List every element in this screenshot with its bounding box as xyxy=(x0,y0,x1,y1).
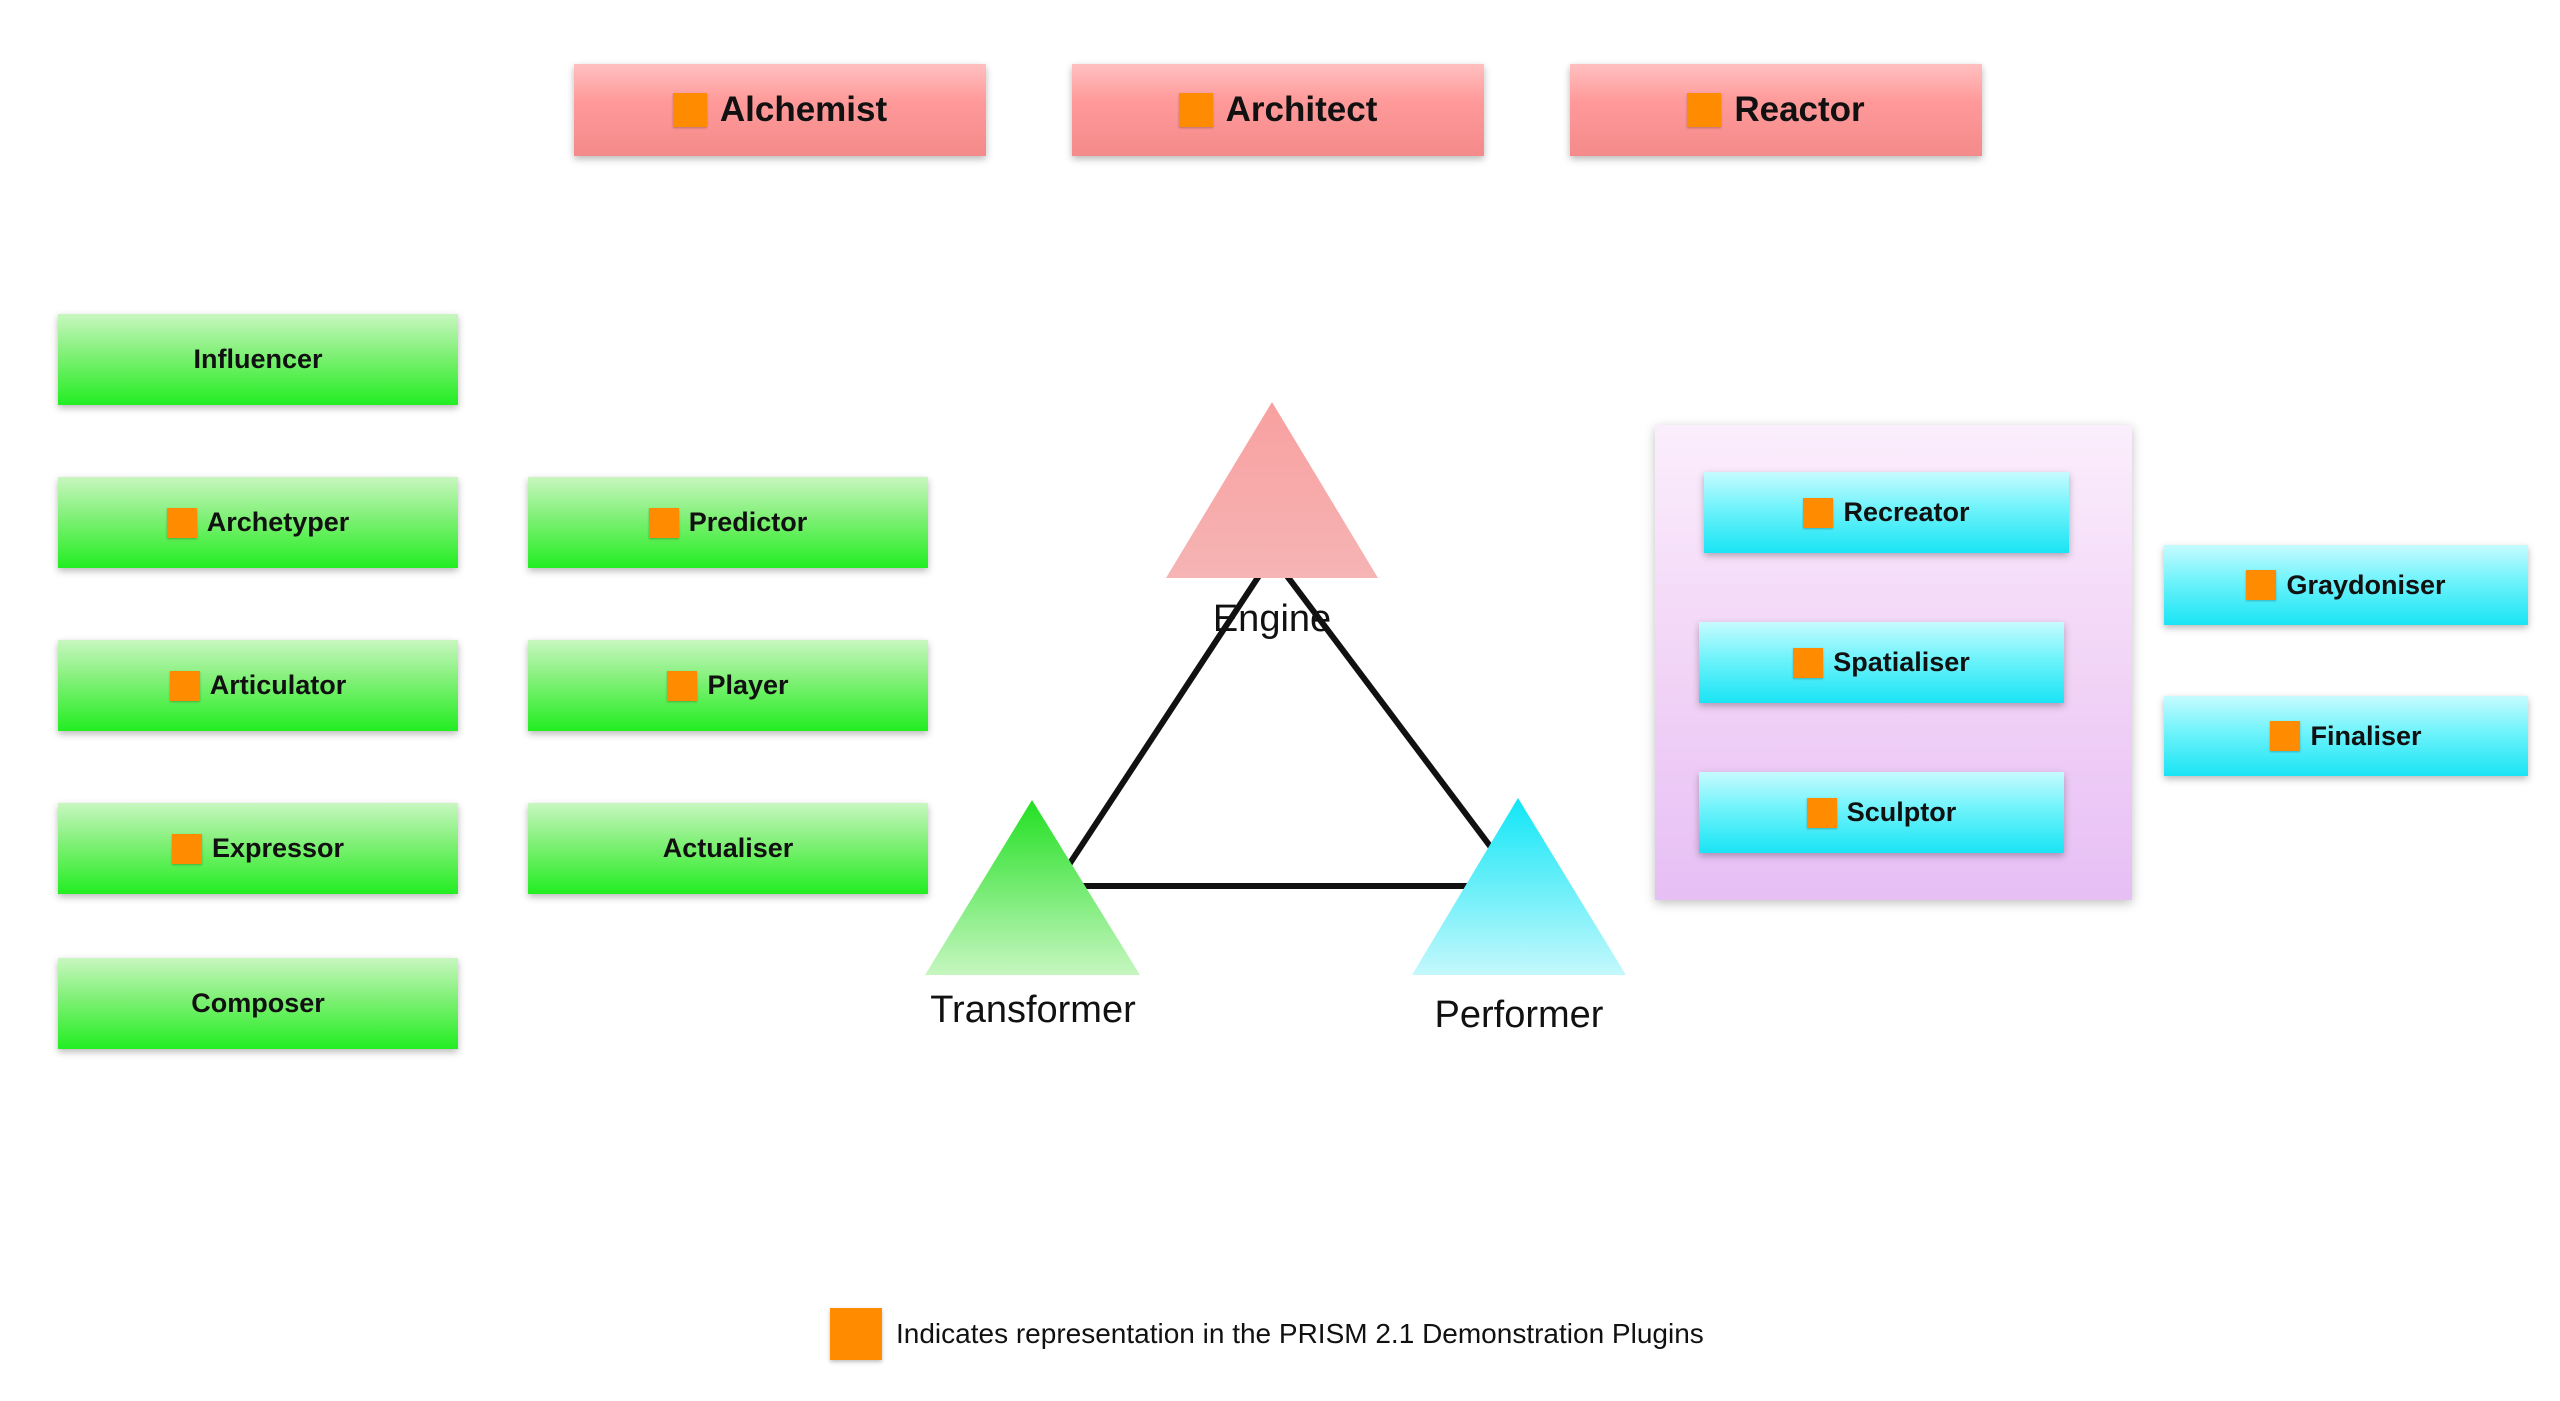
role-label: Recreator xyxy=(1843,497,1970,527)
role-architect: Architect xyxy=(1072,64,1484,156)
role-player: Player xyxy=(528,640,928,731)
plugin-marker-icon xyxy=(1806,797,1837,828)
performer-triangle xyxy=(1412,798,1626,975)
plugin-marker-icon xyxy=(2246,570,2277,600)
role-label: Articulator xyxy=(209,670,347,700)
role-label: Graydoniser xyxy=(2286,569,2446,600)
role-label: Finaliser xyxy=(2310,720,2422,751)
plugin-marker-icon xyxy=(166,507,197,538)
plugin-marker-icon xyxy=(1178,93,1213,127)
role-expressor: Expressor xyxy=(58,803,458,894)
role-recreator: Recreator xyxy=(1704,472,2069,553)
role-graydoniser: Graydoniser xyxy=(2164,545,2528,625)
role-label: Sculptor xyxy=(1846,797,1957,827)
role-sculptor: Sculptor xyxy=(1699,772,2064,853)
role-label: Composer xyxy=(191,988,325,1018)
plugin-marker-icon xyxy=(830,1308,882,1360)
role-label: Archetyper xyxy=(206,507,350,537)
transformer-triangle xyxy=(925,800,1140,975)
role-label: Architect xyxy=(1225,90,1378,129)
role-articulator: Articulator xyxy=(58,640,458,731)
role-influencer: Influencer xyxy=(58,314,458,405)
role-label: Predictor xyxy=(688,507,808,537)
role-reactor: Reactor xyxy=(1570,64,1982,156)
role-label: Spatialiser xyxy=(1833,647,1970,677)
plugin-marker-icon xyxy=(1793,647,1824,678)
role-predictor: Predictor xyxy=(528,477,928,568)
engine-triangle xyxy=(1166,402,1378,578)
role-label: Player xyxy=(707,670,789,700)
role-composer: Composer xyxy=(58,958,458,1049)
role-spatialiser: Spatialiser xyxy=(1699,622,2064,703)
role-label: Expressor xyxy=(211,833,345,863)
plugin-marker-icon xyxy=(667,670,698,701)
plugin-marker-icon xyxy=(1687,93,1722,127)
plugin-marker-icon xyxy=(171,833,202,864)
plugin-marker-icon xyxy=(672,93,707,127)
plugin-marker-icon xyxy=(169,670,200,701)
role-label: Reactor xyxy=(1734,90,1865,129)
plugin-marker-icon xyxy=(1803,497,1834,528)
role-finaliser: Finaliser xyxy=(2164,696,2528,776)
role-actualiser: Actualiser xyxy=(528,803,928,894)
engine-label: Engine xyxy=(1212,598,1332,640)
plugin-marker-icon xyxy=(648,507,679,538)
role-archetyper: Archetyper xyxy=(58,477,458,568)
performer-label: Performer xyxy=(1434,994,1604,1036)
legend-text: Indicates representation in the PRISM 2.… xyxy=(896,1318,1704,1349)
role-alchemist: Alchemist xyxy=(574,64,986,156)
plugin-marker-icon xyxy=(2270,721,2301,751)
role-label: Influencer xyxy=(193,344,323,374)
role-label: Actualiser xyxy=(662,833,794,863)
legend: Indicates representation in the PRISM 2.… xyxy=(830,1308,1704,1360)
transformer-label: Transformer xyxy=(930,989,1136,1031)
role-label: Alchemist xyxy=(719,90,888,129)
